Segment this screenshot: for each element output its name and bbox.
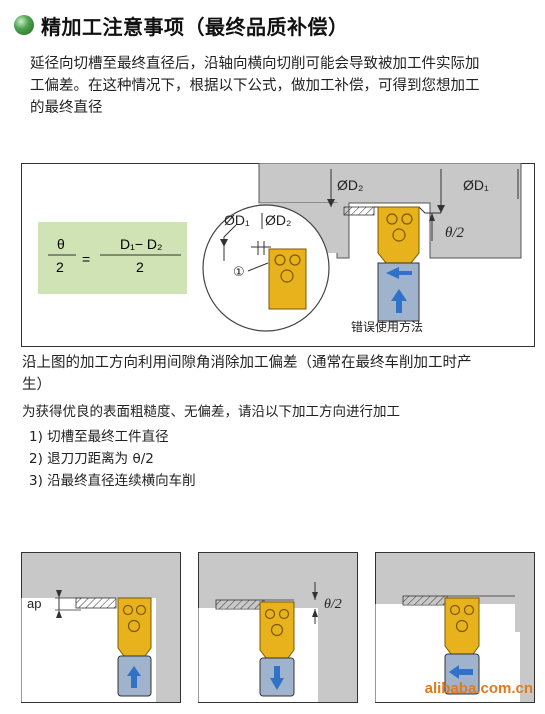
zoom-d2-label: ØD₂ xyxy=(265,212,291,228)
watermark-text: alibaba.com.cn xyxy=(424,680,533,697)
cutting-insert xyxy=(444,597,480,655)
section-header: 精加工注意事项（最终品质补偿） xyxy=(14,8,349,42)
theta-half-label: θ/2 xyxy=(445,225,465,241)
zoom-d1-label: ØD₁ xyxy=(224,212,250,228)
cutting-insert xyxy=(117,597,152,657)
step1-panel: ap xyxy=(21,552,181,703)
explanation-line: 生） xyxy=(22,377,51,393)
formula-lhs-top: θ xyxy=(57,236,65,252)
hatched-surface xyxy=(343,206,375,216)
theta-arrow-icon xyxy=(429,213,435,221)
formula-equals: = xyxy=(82,251,90,267)
step-item: 1) 切槽至最终工件直径 xyxy=(29,429,169,445)
d1-label: ØD₁ xyxy=(463,177,489,193)
formula: θ 2 = D₁− D₂ 2 xyxy=(48,236,181,275)
explanation-paragraph: 沿上图的加工方向利用间隙角消除加工偏差（通常在最终车削加工时产 生） xyxy=(22,352,534,396)
up-arrow-icon xyxy=(391,289,407,313)
down-arrow-icon xyxy=(270,666,284,690)
zoom-insert xyxy=(268,248,307,310)
step-item: 3) 沿最终直径连续横向车削 xyxy=(29,473,196,489)
hatched-surface xyxy=(402,595,448,606)
left-arrow-icon xyxy=(386,267,412,279)
intro-paragraph: 延径向切槽至最终直径后，沿轴向横向切削可能会导致被加工件实际加 工偏差。在这种情… xyxy=(30,53,535,119)
formula-rhs-bottom: 2 xyxy=(136,259,144,275)
ap-label: ap xyxy=(27,596,41,611)
intro-line: 工偏差。在这种情况下，根据以下公式，做加工补偿，可得到您想加工 xyxy=(30,78,480,94)
page-title: 精加工注意事项（最终品质补偿） xyxy=(41,14,349,39)
formula-rhs-top: D₁− D₂ xyxy=(120,236,162,252)
step3-panel xyxy=(375,552,535,703)
d1-arrow-icon xyxy=(437,205,445,213)
explanation-line: 沿上图的加工方向利用间隙角消除加工偏差（通常在最终车削加工时产 xyxy=(22,355,472,371)
hatched-surface xyxy=(75,597,117,609)
marker-label: ① xyxy=(233,265,245,280)
intro-line: 的最终直径 xyxy=(30,100,103,116)
wrong-usage-label: 错误使用方法 xyxy=(351,319,423,334)
intro-line: 延径向切槽至最终直径后，沿轴向横向切削可能会导致被加工件实际加 xyxy=(30,56,480,72)
left-arrow-icon xyxy=(449,665,473,679)
zoom-pointer-line xyxy=(223,224,237,261)
zoom-arrow-icon xyxy=(220,239,228,247)
d2-arrow-icon xyxy=(327,199,335,207)
cutting-insert xyxy=(259,601,295,659)
hatched-surface xyxy=(215,599,265,610)
step-item: 2) 退刀刀距离为 θ/2 xyxy=(29,451,154,467)
step2-panel: θ/2 xyxy=(198,552,358,703)
theta-half-label: θ/2 xyxy=(324,597,342,612)
instruction-line: 为获得优良的表面粗糙度、无偏差，请沿以下加工方向进行加工 xyxy=(22,404,400,420)
d2-label: ØD₂ xyxy=(337,177,363,193)
cutting-insert xyxy=(377,206,420,264)
up-arrow-icon xyxy=(127,666,141,688)
green-bullet-icon xyxy=(14,15,34,35)
grooving-drawing: ØD₂ ØD₁ θ/2 错误使用方法 ØD₁ ØD₂ ① xyxy=(202,163,522,334)
formula-box xyxy=(38,222,187,294)
formula-lhs-bottom: 2 xyxy=(56,259,64,275)
